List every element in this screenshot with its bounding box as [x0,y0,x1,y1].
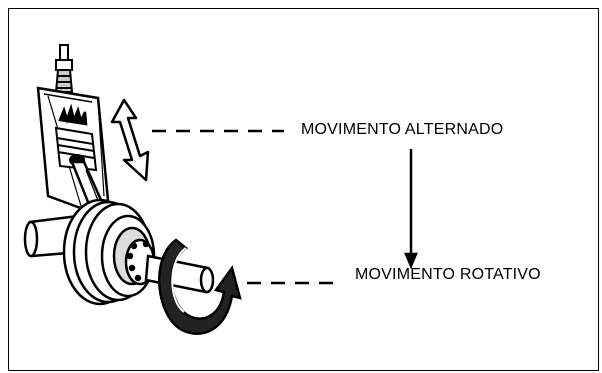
down-arrow-icon [404,149,418,270]
label-rotary-motion: MOVIMENTO ROTATIVO [355,266,541,283]
double-headed-arrow-icon [110,98,150,182]
label-reciprocating-motion: MOVIMENTO ALTERNADO [301,121,504,138]
spark-plug [54,44,74,93]
curved-rotation-arrow-icon [158,238,242,335]
crankshaft [23,198,215,306]
